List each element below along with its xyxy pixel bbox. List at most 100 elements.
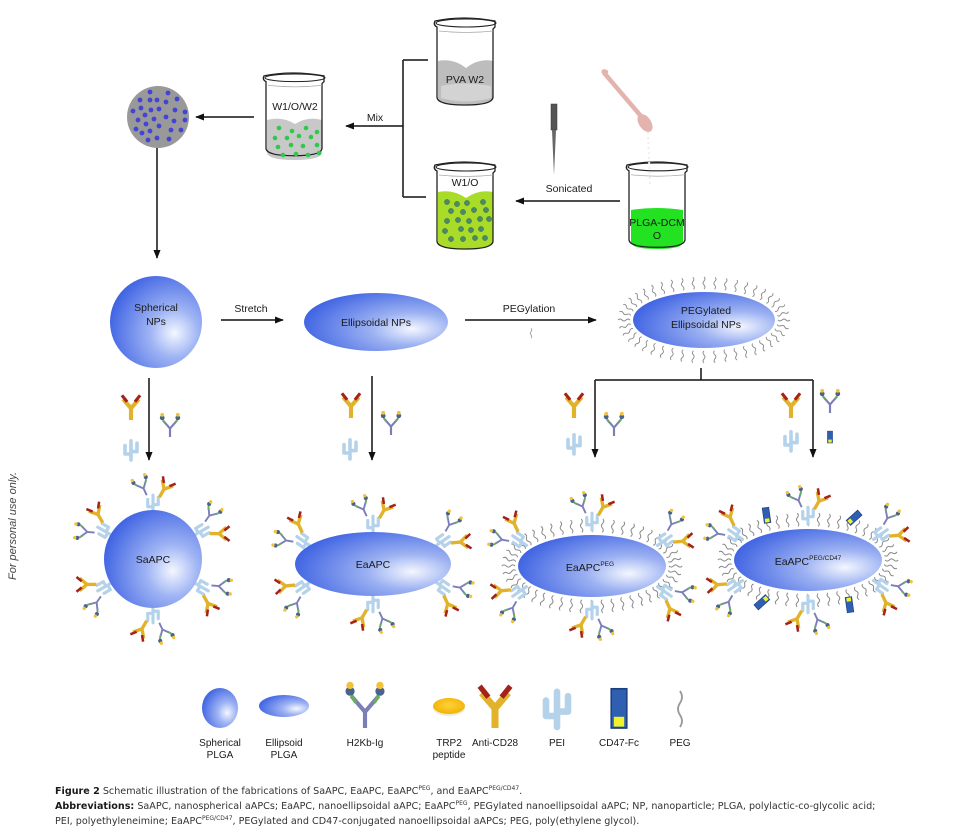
- peg-chain-icon: [860, 522, 870, 537]
- legend-item-ellipsoid-plga: Ellipsoid PLGA: [259, 695, 309, 761]
- peg-chain-icon: [776, 310, 790, 317]
- eaapc-peg-particle: EaAPCPEG: [481, 490, 704, 641]
- plga-dcm-label-o: O: [653, 230, 661, 242]
- saapc-particle: SaAPC: [66, 472, 239, 645]
- svg-text:Anti-CD28: Anti-CD28: [472, 738, 519, 749]
- peg-chain-icon: [650, 284, 657, 298]
- mix-bracket: [402, 59, 428, 198]
- fabrication-diagram: PVA W2 W1/O PLGA-DCM O W1/O/W2: [0, 17, 955, 761]
- peg-chain-icon: [600, 599, 605, 614]
- emulsion-particle-icon: [127, 86, 189, 148]
- ligand-complex-icon: [130, 472, 176, 512]
- peg-chain-icon: [733, 347, 739, 361]
- peg-chain-icon: [751, 342, 758, 356]
- peg-chain-icon: [610, 519, 616, 534]
- eaapc-label: EaAPC: [356, 559, 391, 571]
- peg-chain-icon: [539, 525, 547, 540]
- peg-chain-icon: [644, 589, 654, 604]
- svg-text:Ellipsoid: Ellipsoid: [265, 738, 302, 749]
- peg-chain-icon: [680, 277, 685, 291]
- peg-chain-icon: [702, 350, 706, 364]
- peg-chain-icon: [669, 279, 675, 293]
- peg-chain-icon: [723, 349, 728, 363]
- peg-chain-icon: [770, 331, 781, 343]
- pei-icon: [123, 438, 139, 462]
- trp2-peptide-icon: [433, 698, 465, 714]
- peg-chain-icon: [755, 586, 763, 601]
- h2kb-ig-icon: [345, 682, 384, 728]
- pei-icon: [546, 692, 568, 727]
- peg-chain-icon: [530, 528, 540, 543]
- peg-chain-icon: [501, 564, 516, 568]
- plga-dcm-label: PLGA-DCM: [629, 217, 684, 229]
- peg-chain-icon: [641, 288, 650, 301]
- peg-chain-icon: [718, 562, 733, 570]
- ligand-complex-icon: [350, 595, 396, 635]
- anti-cd28-icon: [565, 393, 583, 418]
- cd47-fc-icon: [844, 596, 855, 614]
- peg-chain-icon: [579, 599, 584, 614]
- w1o-droplets: [442, 199, 492, 242]
- peg-chain-icon: [618, 323, 632, 330]
- spoon-icon: [601, 69, 653, 186]
- w1o-beaker: W1/O: [433, 161, 497, 250]
- pei-icon: [783, 429, 799, 453]
- legend-item-trp2-peptide: TRP2 peptide: [433, 698, 466, 761]
- cd47-fc-icon: [827, 430, 833, 444]
- peg-chain-icon: [884, 558, 899, 562]
- peg-chain-icon: [777, 318, 791, 322]
- anti-cd28-icon: [342, 393, 360, 418]
- peg-chain-icon: [717, 558, 732, 562]
- peg-chain-icon: [633, 335, 643, 348]
- figure-caption: Figure 2 Schematic illustration of the f…: [55, 784, 945, 829]
- peg-chain-icon: [619, 520, 626, 536]
- cd47-fc-icon: [761, 506, 772, 524]
- peg-chain-icon: [669, 347, 675, 361]
- peg-chain-icon: [774, 514, 781, 530]
- peg-chain-icon: [558, 596, 565, 612]
- peg-chain-icon: [784, 592, 790, 607]
- peg-chain-icon: [627, 331, 638, 343]
- ligand-complex-icon: [130, 606, 176, 646]
- peg-chain-icon: [665, 548, 679, 559]
- peg-chain-icon: [548, 594, 556, 609]
- peg-chain-icon: [746, 583, 756, 598]
- ellipsoid-plga-icon: [259, 695, 309, 717]
- peg-chain-icon: [667, 556, 682, 564]
- peg-chain-icon: [721, 567, 735, 578]
- h2kb-ig-icon: [818, 387, 842, 415]
- eaapc-pegcd47-label: EaAPCPEG/CD47: [775, 555, 842, 568]
- peg-chain-icon: [628, 523, 636, 538]
- peg-chain-icon: [618, 310, 632, 317]
- peg-chain-icon: [502, 568, 517, 576]
- peg-chain-icon: [826, 592, 832, 607]
- peg-chain-icon: [691, 350, 695, 364]
- peg-chain-icon: [617, 318, 631, 322]
- reagents-group-1: [122, 395, 182, 462]
- eaapc-particle: EaAPC: [265, 493, 481, 634]
- peg-chain-icon: [713, 350, 717, 364]
- svg-text:TRP2: TRP2: [436, 738, 462, 749]
- stretch-label: Stretch: [234, 303, 267, 315]
- peg-chain-icon: [770, 297, 781, 309]
- svg-text:PEG: PEG: [669, 738, 690, 749]
- peg-chain-icon: [733, 279, 739, 293]
- legend-item-peg: PEG: [669, 690, 691, 749]
- anti-cd28-icon: [480, 686, 511, 728]
- pei-icon: [342, 437, 358, 461]
- peg-chain-icon: [860, 583, 870, 598]
- plga-dcm-beaker: PLGA-DCM O: [625, 161, 689, 249]
- svg-text:H2Kb-Ig: H2Kb-Ig: [347, 738, 384, 749]
- w1ow2-beaker: W1/O/W2: [262, 72, 326, 160]
- peg-chain-icon: [751, 284, 758, 298]
- w1ow2-droplets: [272, 125, 322, 158]
- peg-chain-icon: [505, 573, 519, 584]
- peg-chain-icon: [568, 598, 574, 613]
- pegylated-nps-label-1: PEGylated: [681, 305, 731, 317]
- pva-w2-beaker: PVA W2: [433, 17, 497, 106]
- peg-chain-icon: [755, 519, 763, 534]
- peg-chain-icon: [758, 339, 767, 352]
- peg-chain-icon: [702, 276, 706, 290]
- pegylated-ellipsoidal-nps: PEGylated Ellipsoidal NPs: [617, 276, 791, 364]
- peg-icon: [529, 328, 533, 339]
